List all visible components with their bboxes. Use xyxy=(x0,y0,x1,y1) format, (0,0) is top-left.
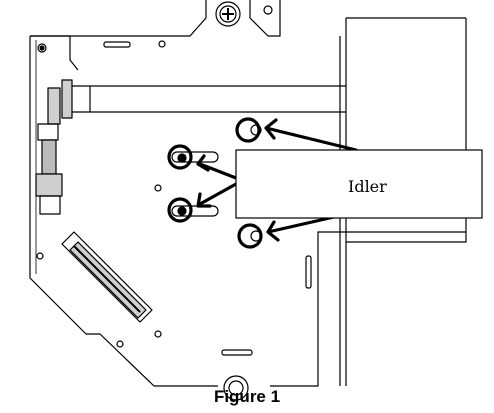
small-hole xyxy=(158,40,166,48)
slot xyxy=(221,349,253,356)
idler-slot xyxy=(171,151,219,163)
callout-arrow xyxy=(264,118,358,152)
shaft-collar xyxy=(61,79,73,119)
idler-highlight-circle xyxy=(237,223,263,249)
slot xyxy=(103,41,131,48)
small-hole xyxy=(36,252,44,260)
pneumatic-fitting xyxy=(35,87,63,215)
screw-head xyxy=(215,1,241,27)
slot xyxy=(305,255,312,289)
figure-caption: Figure 1 xyxy=(213,387,281,406)
small-hole xyxy=(116,340,124,348)
diagonal-slot xyxy=(61,231,153,323)
idler-slot xyxy=(171,205,219,217)
screw-head xyxy=(223,375,249,401)
shaft xyxy=(70,85,346,113)
idler-highlight-circle xyxy=(167,144,193,170)
callout-arrow xyxy=(196,182,238,208)
corner-bracket xyxy=(30,35,79,71)
mount-hole xyxy=(39,45,45,51)
mount-hole xyxy=(37,43,47,53)
callout-arrow xyxy=(196,154,238,180)
small-hole xyxy=(154,184,162,192)
small-hole xyxy=(154,330,162,338)
small-hole xyxy=(263,5,273,15)
idler-highlight-circle xyxy=(167,197,193,223)
idler-highlight-circle xyxy=(235,117,261,143)
plate-outline xyxy=(29,0,346,387)
callout-label-box xyxy=(235,149,483,219)
callout-label: Idler xyxy=(348,177,387,196)
